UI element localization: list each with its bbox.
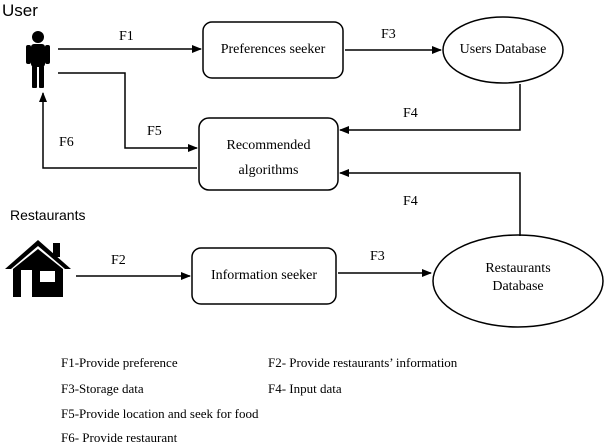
legend-f1: F1-Provide preference (61, 355, 178, 370)
flow-label-f3-top: F3 (381, 27, 396, 42)
house-icon (5, 240, 71, 297)
users-database-label: Users Database (459, 42, 547, 57)
arrow-f6 (39, 92, 197, 169)
information-seeker-box (191, 247, 337, 305)
flow-label-f1: F1 (119, 29, 134, 44)
arrow-f4-bottom (339, 169, 521, 236)
flow-label-f4-bottom: F4 (403, 194, 418, 209)
legend-f6: F6- Provide restaurant (61, 430, 178, 445)
flow-label-f2: F2 (111, 253, 126, 268)
restaurants-label: Restaurants (10, 207, 86, 223)
person-icon (26, 31, 50, 88)
flow-label-f4-top: F4 (403, 106, 418, 121)
restaurants-database-ellipse (432, 234, 604, 328)
recommended-algorithms-box (198, 117, 339, 191)
recommended-algorithms-label-line2: algorithms (238, 163, 299, 178)
flow-label-f5: F5 (147, 124, 162, 139)
recommended-algorithms-label-line1: Recommended (226, 138, 311, 153)
legend-f5: F5-Provide location and seek for food (61, 406, 259, 421)
preferences-seeker-label: Preferences seeker (220, 42, 326, 57)
restaurants-database-label-line2: Database (492, 279, 544, 294)
legend-f4: F4- Input data (268, 381, 342, 396)
legend-f2: F2- Provide restaurants’ information (268, 355, 458, 370)
arrow-f5 (58, 72, 198, 152)
arrow-f4-top (339, 84, 521, 134)
users-database-ellipse (442, 16, 564, 84)
flow-label-f6: F6 (59, 135, 74, 150)
legend-f3: F3-Storage data (61, 381, 144, 396)
flow-label-f3-bottom: F3 (370, 249, 385, 264)
user-label: User (2, 1, 38, 20)
restaurants-database-label-line1: Restaurants (485, 261, 551, 276)
preferences-seeker-box (202, 21, 344, 79)
information-seeker-label: Information seeker (210, 268, 318, 283)
